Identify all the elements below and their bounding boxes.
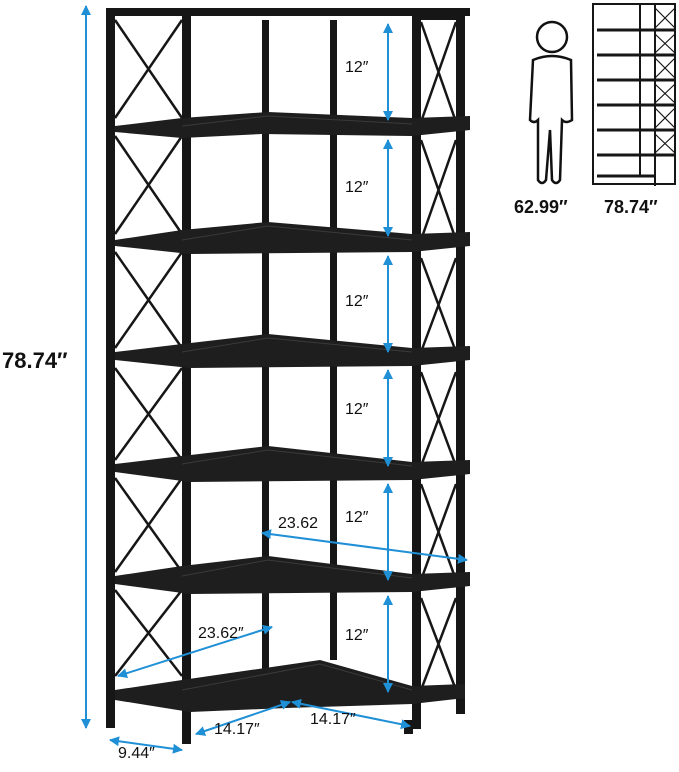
shelf-1 <box>115 112 470 138</box>
diagonal-lower-label: 23.62″ <box>198 625 244 642</box>
shelf-gap-label: 12″ <box>345 401 369 418</box>
mini-bookshelf <box>592 3 676 186</box>
shelf-gap-label: 12″ <box>345 59 369 76</box>
shelf-gap-label: 12″ <box>345 509 369 526</box>
shelf-2 <box>115 222 470 254</box>
shelf-4 <box>115 446 470 482</box>
left-x-braces <box>113 19 184 677</box>
shelf-gap-label: 12″ <box>345 627 369 644</box>
measurement-lines <box>81 5 468 754</box>
shelf-gap-label: 12″ <box>345 179 369 196</box>
person-silhouette <box>528 20 574 185</box>
diagonal-upper-label: 23.62 <box>278 515 319 532</box>
shelf-height-label: 78.74″ <box>604 197 658 217</box>
total-height-label: 78.74″ <box>2 348 68 373</box>
depth-label: 9.44″ <box>118 745 155 762</box>
side-left-label: 14.17″ <box>214 721 260 738</box>
shelf-gap-label: 12″ <box>345 293 369 310</box>
person-height-label: 62.99″ <box>514 197 568 217</box>
shelf-3 <box>115 334 470 368</box>
side-right-label: 14.17″ <box>310 711 356 728</box>
